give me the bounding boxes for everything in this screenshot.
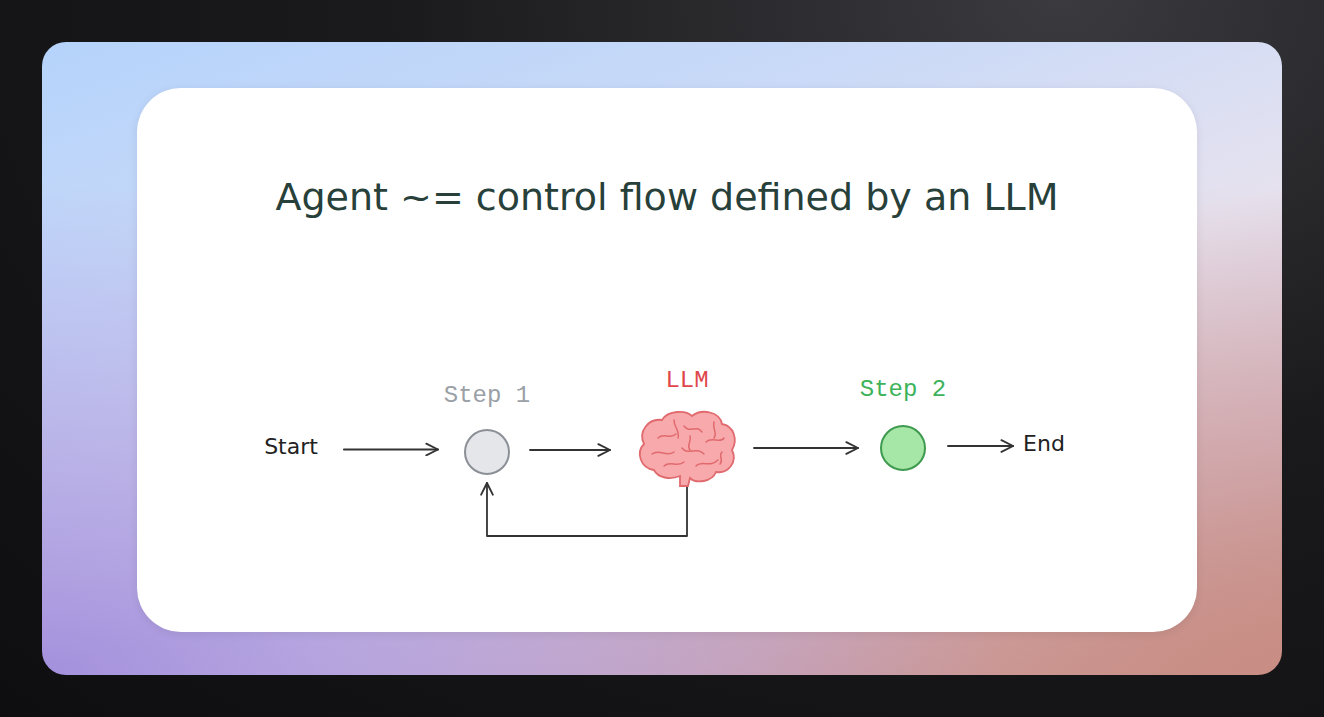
flow-arrow	[344, 449, 438, 451]
brain-shape	[634, 408, 740, 488]
flow-arrow	[754, 447, 858, 449]
node-label: LLM	[665, 367, 708, 396]
llm-node: LLM	[634, 367, 740, 488]
brain-fold	[658, 434, 676, 438]
brain-fold	[682, 448, 704, 454]
brain-fold	[689, 436, 691, 450]
step-circle	[464, 429, 510, 475]
step-node: Step 2	[860, 376, 946, 471]
node-label: Step 1	[444, 382, 530, 411]
node-label: Step 2	[860, 376, 946, 405]
brain-fold	[664, 462, 684, 466]
terminal-text: End	[1023, 431, 1065, 457]
terminal-label: Start	[264, 434, 318, 460]
terminal-label: End	[1023, 431, 1065, 457]
flow-arrow	[948, 445, 1013, 447]
terminal-text: Start	[264, 434, 318, 460]
step-circle	[880, 425, 926, 471]
brain-fold	[706, 438, 724, 442]
step-node: Step 1	[444, 382, 530, 475]
brain-outline	[640, 412, 735, 486]
brain-fold	[714, 422, 716, 438]
brain-fold	[696, 460, 718, 466]
brain-fold	[720, 452, 722, 464]
brain-fold	[674, 420, 678, 438]
white-card	[137, 88, 1197, 632]
diagram-title: Agent ~= control flow defined by an LLM	[137, 175, 1197, 219]
feedback-arrow	[487, 483, 687, 536]
flow-arrow	[530, 449, 610, 451]
brain-fold	[684, 426, 702, 432]
brain-fold	[652, 452, 674, 454]
brain-icon	[634, 408, 740, 488]
